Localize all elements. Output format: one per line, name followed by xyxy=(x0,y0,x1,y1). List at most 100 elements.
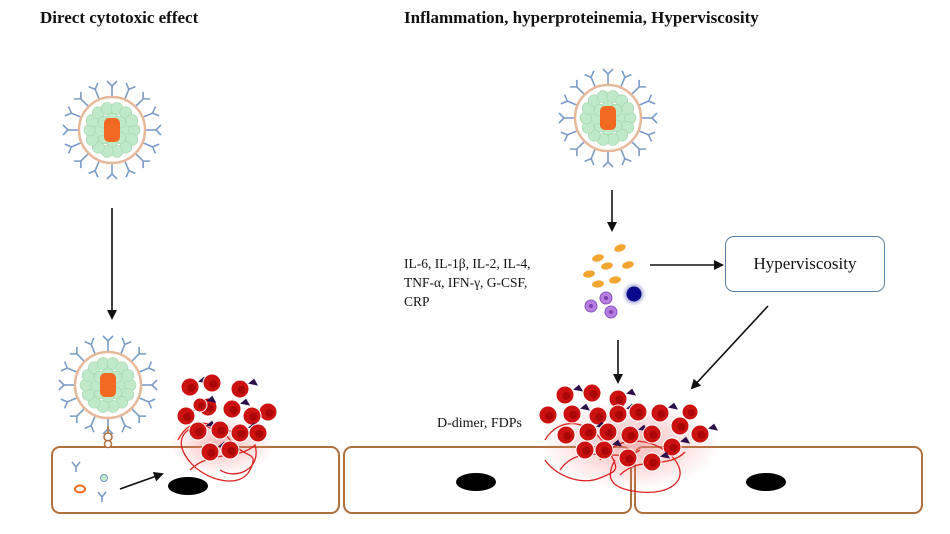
spike-protein xyxy=(576,86,586,96)
spike-protein xyxy=(560,131,569,142)
virus-particle-top-left xyxy=(62,80,162,180)
spike-protein xyxy=(151,106,160,117)
spike-protein xyxy=(151,143,160,154)
d-dimer-label: D-dimer, FDPs xyxy=(437,416,522,431)
red-blood-cell xyxy=(255,429,264,438)
spike-protein xyxy=(638,100,649,107)
heading-inflammation: Inflammation, hyperproteinemia, Hypervis… xyxy=(404,8,759,27)
red-blood-cell xyxy=(677,422,686,431)
spike-protein xyxy=(647,94,656,105)
spike-protein xyxy=(90,415,97,426)
nucleocapsid-bead xyxy=(621,102,635,115)
red-blood-cell xyxy=(582,446,591,455)
spike-protein xyxy=(619,77,626,88)
spike-protein xyxy=(67,367,78,374)
cell-nucleus xyxy=(168,477,208,495)
spike-protein xyxy=(142,141,153,148)
red-blood-cell xyxy=(595,412,604,421)
red-blood-cell xyxy=(601,446,610,455)
platelet xyxy=(668,402,679,410)
spike-protein xyxy=(138,346,147,355)
spike-protein xyxy=(71,112,82,119)
viral-debris xyxy=(71,461,108,502)
spike-protein xyxy=(150,379,158,391)
spike-protein xyxy=(106,172,118,180)
red-blood-cell xyxy=(217,426,226,435)
spike-protein xyxy=(64,143,73,154)
virus-particle-top-right xyxy=(558,68,658,168)
red-blood-cell xyxy=(209,379,218,388)
spike-protein xyxy=(638,79,647,88)
arrow-to-nucleus xyxy=(119,471,164,490)
spike-protein xyxy=(584,157,595,166)
viral-envelope xyxy=(573,83,643,153)
red-blood-cell xyxy=(657,409,666,418)
thrombus-left xyxy=(170,373,278,482)
spike-protein xyxy=(602,68,614,76)
spike-protein xyxy=(60,361,69,372)
spike-protein xyxy=(130,353,140,363)
red-blood-cell xyxy=(627,431,636,440)
fibrin-strand xyxy=(544,423,617,482)
nucleocapsid-bead xyxy=(121,369,135,382)
spike-protein xyxy=(619,148,626,159)
cytokine-line: CRP xyxy=(404,294,430,309)
viral-envelope xyxy=(73,350,143,420)
spike-protein xyxy=(138,396,149,403)
spike-protein xyxy=(94,160,101,171)
spike-protein xyxy=(58,379,66,391)
cell-nucleus xyxy=(456,473,496,491)
spike-protein xyxy=(142,91,151,100)
platelet xyxy=(240,398,251,406)
spike-protein xyxy=(602,160,614,168)
red-blood-cell xyxy=(237,385,246,394)
spike-protein xyxy=(647,131,656,142)
spike-protein xyxy=(134,152,144,162)
spike-protein xyxy=(147,398,156,409)
spike-protein xyxy=(569,148,578,157)
cell-nucleus xyxy=(746,473,786,491)
red-blood-cell xyxy=(545,411,554,420)
spike-protein xyxy=(71,141,82,148)
red-blood-cell xyxy=(625,454,634,463)
heading-direct-cytotoxic: Direct cytotoxic effect xyxy=(40,8,199,27)
hyperviscosity-box: Hyperviscosity xyxy=(725,236,885,292)
red-blood-cell xyxy=(229,405,238,414)
spike-protein xyxy=(123,160,130,171)
viral-core xyxy=(100,373,116,397)
red-blood-cell xyxy=(615,395,624,404)
red-blood-cell xyxy=(585,428,594,437)
red-blood-cell xyxy=(697,430,706,439)
spike-protein xyxy=(138,415,147,424)
red-blood-cell xyxy=(207,448,216,457)
red-blood-cell xyxy=(687,409,695,417)
red-blood-cell xyxy=(669,443,678,452)
arrow-hyperviscosity-to-clot xyxy=(690,305,769,390)
spike-protein xyxy=(80,98,90,108)
spike-protein xyxy=(142,112,153,119)
hyperviscosity-label: Hyperviscosity xyxy=(753,254,857,273)
spike-protein xyxy=(125,82,136,91)
cytokine-line: TNF-α, IFN-γ, G-CSF, xyxy=(404,275,528,290)
red-blood-cell xyxy=(615,410,624,419)
spike-protein xyxy=(576,140,586,150)
thrombus-right xyxy=(538,383,720,494)
viral-core xyxy=(600,106,616,130)
red-blood-cell xyxy=(589,389,598,398)
spike-protein xyxy=(138,367,149,374)
spike-protein xyxy=(638,129,649,136)
spike-protein xyxy=(567,129,578,136)
red-blood-cell xyxy=(649,430,658,439)
spike-protein xyxy=(80,152,90,162)
red-blood-cell xyxy=(187,383,196,392)
spike-protein xyxy=(84,424,95,433)
spike-protein xyxy=(121,337,132,346)
viral-core xyxy=(104,118,120,142)
spike-protein xyxy=(590,77,597,88)
spike-protein xyxy=(123,89,130,100)
spike-protein xyxy=(590,148,597,159)
spike-protein xyxy=(125,169,136,178)
spike-protein xyxy=(73,160,82,169)
platelet xyxy=(626,388,637,396)
spike-protein xyxy=(154,124,162,136)
